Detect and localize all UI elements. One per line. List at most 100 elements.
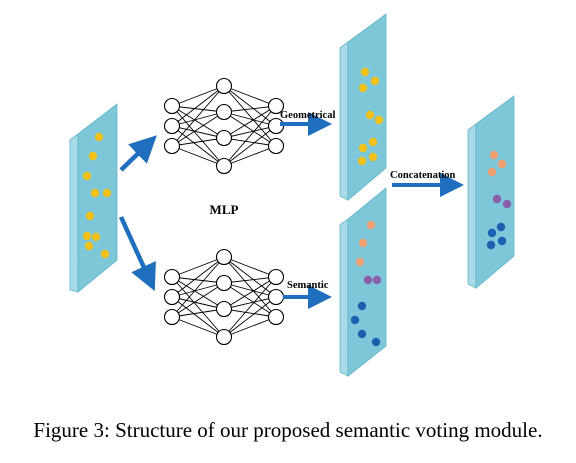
point-icon: [360, 67, 370, 77]
point-icon: [370, 76, 380, 86]
network-node: [163, 308, 181, 326]
network-edge: [223, 85, 277, 107]
figure-caption: Figure 3: Structure of our proposed sema…: [33, 418, 543, 442]
input-point-plane: [69, 103, 118, 293]
concatenation-label: Concatenation: [390, 170, 455, 181]
network-edge: [223, 145, 277, 167]
point-icon: [368, 137, 378, 147]
neural-network-icon-semantic: [163, 248, 285, 346]
network-edge: [171, 282, 225, 318]
point-icon: [487, 167, 497, 177]
network-edge: [171, 276, 225, 284]
network-edge: [171, 256, 225, 298]
network-edge: [171, 125, 225, 139]
point-icon: [358, 143, 368, 153]
network-node: [215, 129, 233, 147]
geometrical-output-plane: [339, 13, 387, 201]
network-node: [163, 137, 181, 155]
point-icon: [85, 211, 95, 221]
network-edge: [223, 276, 277, 338]
network-edge: [223, 111, 277, 127]
network-edge: [223, 256, 277, 318]
network-edge: [223, 125, 277, 167]
network-node: [215, 328, 233, 346]
network-edge: [171, 105, 225, 113]
point-icon: [100, 249, 110, 259]
point-icon: [82, 231, 92, 241]
network-edge: [171, 85, 225, 107]
network-edge: [171, 111, 225, 147]
point-icon: [372, 275, 382, 285]
point-icon: [368, 152, 378, 162]
network-node: [215, 77, 233, 95]
point-icon: [497, 159, 507, 169]
network-node: [215, 274, 233, 292]
network-node: [215, 103, 233, 121]
point-icon: [487, 228, 497, 238]
network-edge: [171, 296, 225, 310]
network-edge: [171, 256, 225, 278]
network-edge: [223, 85, 277, 127]
network-edge: [223, 125, 277, 139]
network-edge: [171, 276, 225, 338]
network-node: [267, 288, 285, 306]
point-icon: [84, 241, 94, 251]
network-edge: [223, 282, 277, 298]
neural-network-icon-geometrical: [163, 77, 285, 175]
point-icon: [350, 315, 360, 325]
network-node: [163, 97, 181, 115]
concatenated-output-plane: [467, 95, 515, 289]
network-node: [215, 300, 233, 318]
point-icon: [90, 188, 100, 198]
network-edge: [171, 316, 225, 338]
point-icon: [91, 232, 101, 242]
network-edge: [171, 85, 225, 147]
point-icon: [497, 236, 507, 246]
network-edge: [171, 105, 225, 139]
point-icon: [82, 171, 92, 181]
point-icon: [357, 329, 367, 339]
network-edge: [223, 256, 277, 278]
network-node: [163, 288, 181, 306]
semantic-output-plane: [339, 187, 387, 377]
point-icon: [496, 222, 506, 232]
network-edge: [223, 282, 277, 318]
point-icon: [358, 83, 368, 93]
network-edge: [171, 145, 225, 167]
network-node: [215, 157, 233, 175]
network-edge: [223, 105, 277, 113]
network-edge: [223, 296, 277, 338]
network-node: [267, 137, 285, 155]
point-icon: [486, 240, 496, 250]
point-icon: [357, 156, 367, 166]
network-edge: [171, 276, 225, 310]
geometrical-label: Geometrical: [280, 110, 335, 121]
network-edge: [223, 308, 277, 318]
network-edge: [223, 111, 277, 147]
semantic-label: Semantic: [287, 280, 329, 291]
network-node: [215, 248, 233, 266]
network-edge: [223, 276, 277, 284]
point-icon: [366, 220, 376, 230]
point-icon: [355, 257, 365, 267]
network-node: [163, 268, 181, 286]
point-icon: [502, 199, 512, 209]
network-edge: [171, 125, 225, 167]
point-icon: [374, 115, 384, 125]
point-icon: [358, 238, 368, 248]
network-edge: [171, 282, 225, 298]
network-edge: [171, 137, 225, 147]
network-node: [267, 97, 285, 115]
point-icon: [94, 132, 104, 142]
point-icon: [357, 301, 367, 311]
network-node: [267, 308, 285, 326]
network-edge: [223, 137, 277, 147]
network-node: [267, 268, 285, 286]
point-icon: [363, 275, 373, 285]
point-icon: [489, 150, 499, 160]
network-edge: [171, 111, 225, 127]
point-icon: [88, 151, 98, 161]
point-icon: [102, 188, 112, 198]
network-edge: [223, 256, 277, 298]
